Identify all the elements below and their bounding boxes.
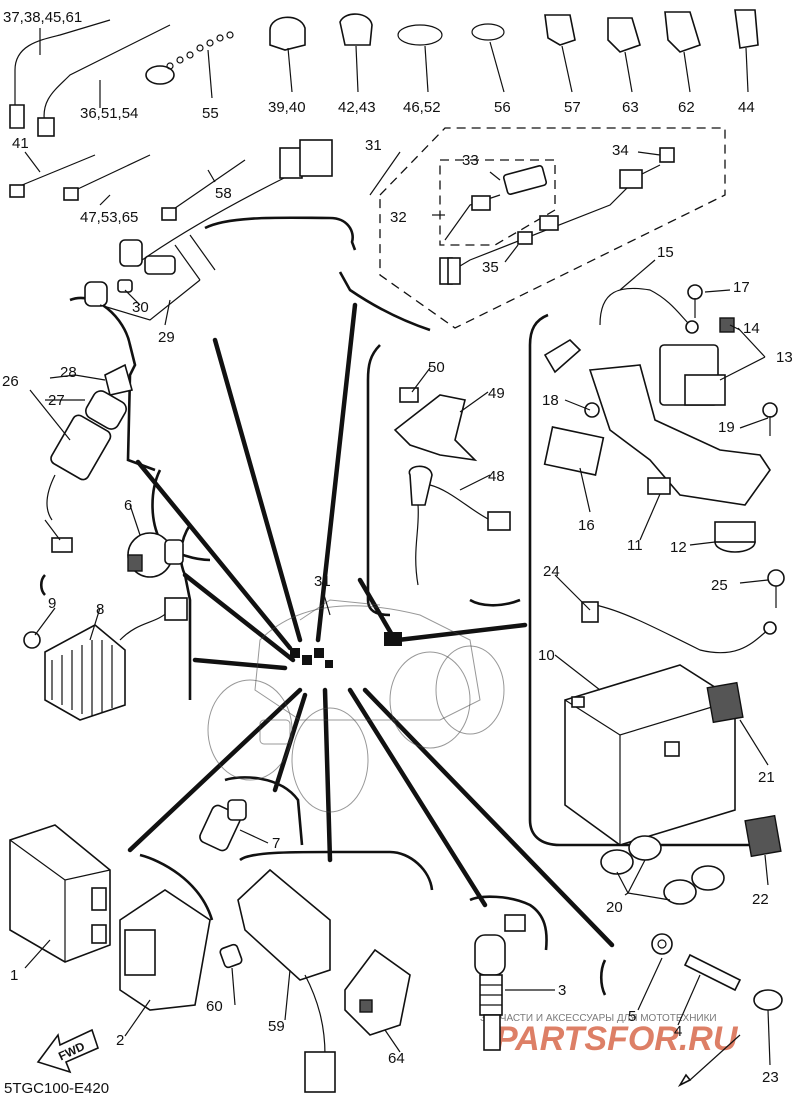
callout-18: 18 — [542, 392, 559, 409]
callout-47-53-65: 47,53,65 — [80, 209, 138, 226]
frame-outlines — [39, 216, 760, 996]
holder-63 — [607, 17, 641, 93]
callout-35: 35 — [482, 259, 499, 276]
callout-9: 9 — [48, 595, 56, 612]
sub-harness-parts — [439, 147, 675, 285]
wire-clip-56 — [471, 23, 505, 93]
callout-31-center: 31 — [314, 573, 331, 590]
callout-32: 32 — [390, 209, 407, 226]
callout-10: 10 — [538, 647, 555, 664]
callout-4: 4 — [674, 1023, 682, 1040]
cdi-unit — [9, 824, 111, 963]
callout-63: 63 — [622, 99, 639, 116]
main-harness-lines — [127, 302, 615, 948]
throttle-sensor-59 — [237, 868, 336, 1093]
callout-59: 59 — [268, 1018, 285, 1035]
cable-tie-curved — [37, 24, 171, 137]
battery-assembly — [564, 569, 785, 905]
callout-56: 56 — [494, 99, 511, 116]
spark-plug-4 — [651, 933, 783, 1087]
callout-5: 5 — [628, 1008, 636, 1025]
callout-42-43: 42,43 — [338, 99, 376, 116]
callout-16: 16 — [578, 517, 595, 534]
relay-bracket-assembly — [543, 284, 778, 553]
bolt-60 — [219, 943, 243, 969]
callout-28: 28 — [60, 364, 77, 381]
callout-17: 17 — [733, 279, 750, 296]
relay-64 — [344, 948, 411, 1036]
diagram-code: 5TGC100-E420 — [4, 1080, 109, 1097]
callout-30: 30 — [132, 299, 149, 316]
callout-22: 22 — [752, 891, 769, 908]
sensor-bracket-49 — [393, 387, 478, 462]
callout-23: 23 — [762, 1069, 779, 1086]
callout-25: 25 — [711, 577, 728, 594]
callout-64: 64 — [388, 1050, 405, 1067]
clamp-42 — [339, 13, 373, 93]
callout-55: 55 — [202, 105, 219, 122]
fwd-arrow: FWD — [36, 1028, 99, 1074]
sensor-48 — [408, 465, 511, 586]
holder-57 — [544, 14, 576, 93]
sub-harness-box — [379, 127, 726, 329]
callout-24: 24 — [543, 563, 560, 580]
callout-34: 34 — [612, 142, 629, 159]
cable-tie-58 — [161, 159, 246, 221]
wire-clip-46 — [397, 24, 443, 93]
callout-58: 58 — [215, 185, 232, 202]
holder-62 — [664, 11, 701, 93]
callout-33: 33 — [462, 152, 479, 169]
callout-14: 14 — [743, 320, 760, 337]
clamp-39 — [269, 16, 306, 93]
crank-sensor-3 — [474, 914, 526, 1051]
callout-labels: 37,38,45,61 36,51,54 55 39,40 42,43 46,5… — [2, 9, 793, 1086]
leader-lines — [24, 28, 771, 1066]
callout-2: 2 — [116, 1032, 124, 1049]
callout-3: 3 — [558, 982, 566, 999]
atv-silhouette — [207, 599, 505, 813]
callout-21: 21 — [758, 769, 775, 786]
callout-31-top: 31 — [365, 137, 382, 154]
callout-48: 48 — [488, 468, 505, 485]
callout-11: 11 — [627, 537, 643, 554]
callout-39-40: 39,40 — [268, 99, 306, 116]
watermark-brand: PARTSFOR.RU — [495, 1020, 739, 1058]
holder-44 — [734, 9, 759, 93]
callout-36-51-54: 36,51,54 — [80, 105, 138, 122]
callout-50: 50 — [428, 359, 445, 376]
sub-wire-harness — [84, 139, 333, 321]
callout-20: 20 — [606, 899, 623, 916]
callout-41: 41 — [12, 135, 29, 152]
switch-7 — [199, 799, 247, 852]
callout-1: 1 — [10, 967, 18, 984]
callout-6: 6 — [124, 497, 132, 514]
band-clamp — [145, 31, 234, 99]
watermark-subtitle: ЗАПЧАСТИ И АКСЕССУАРЫ ДЛЯ МОТОТЕХНИКИ — [480, 1013, 717, 1024]
callout-62: 62 — [678, 99, 695, 116]
callout-12: 12 — [670, 539, 687, 556]
callout-29: 29 — [158, 329, 175, 346]
callout-27: 27 — [48, 392, 65, 409]
switch-6 — [127, 532, 184, 578]
callout-49: 49 — [488, 385, 505, 402]
cable-tie-41 — [9, 154, 96, 198]
cable-tie-47 — [63, 154, 151, 201]
callout-60: 60 — [206, 998, 223, 1015]
rectifier-regulator — [23, 597, 188, 721]
callout-13: 13 — [776, 349, 793, 366]
ecu-bracket-2 — [119, 889, 211, 1011]
callout-26: 26 — [2, 373, 19, 390]
main-switch-assembly — [44, 363, 133, 553]
callout-7: 7 — [272, 835, 280, 852]
callout-57: 57 — [564, 99, 581, 116]
callout-44: 44 — [738, 99, 755, 116]
cable-tie-long — [9, 19, 111, 129]
callout-37-38-45-61: 37,38,45,61 — [3, 9, 82, 26]
callout-46-52: 46,52 — [403, 99, 441, 116]
callout-15: 15 — [657, 244, 674, 261]
callout-8: 8 — [96, 601, 104, 618]
callout-19: 19 — [718, 419, 735, 436]
